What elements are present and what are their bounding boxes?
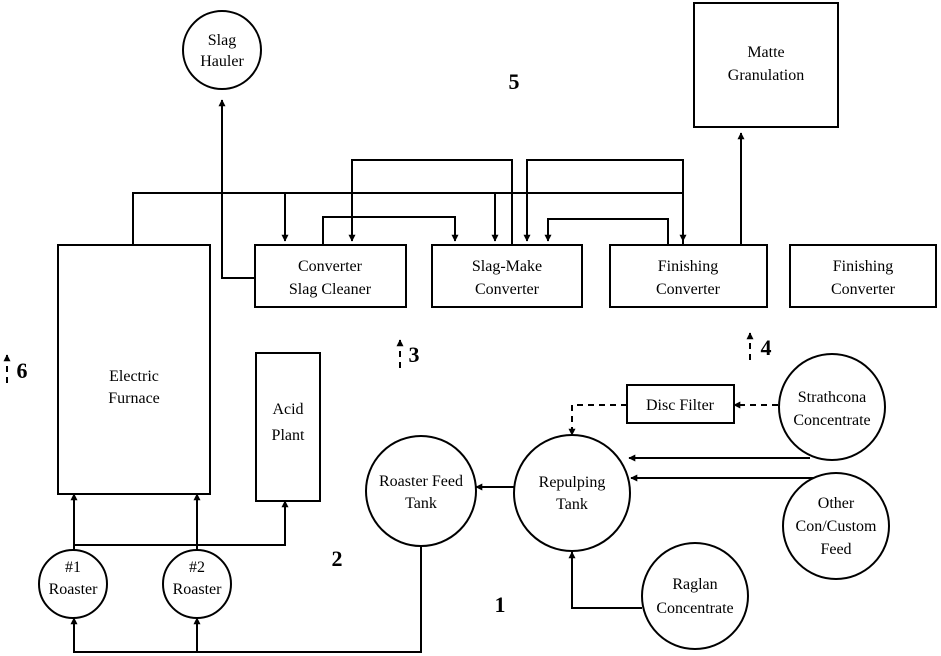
strathcona-concentrate-label-1: Strathcona — [798, 389, 866, 406]
flow-filter-to-repulping — [568, 404, 627, 436]
flow-slagmake-to-cleaner — [348, 159, 513, 245]
matte-granulation: Matte Granulation — [693, 2, 839, 128]
flow-othercon-to-repulping — [630, 474, 831, 482]
stream-number-2: 2 — [332, 546, 343, 571]
finishing-converter-1-label-1: Finishing — [658, 258, 718, 275]
roaster-feed-tank: Roaster Feed Tank — [365, 435, 477, 547]
stream-arrows — [3, 332, 754, 383]
stream-numbers: 1 2 3 4 5 6 — [17, 69, 772, 617]
roaster-1-label-1: #1 — [65, 559, 81, 576]
slag-make-converter-label-1: Slag-Make — [472, 258, 542, 275]
stream-number-4: 4 — [761, 335, 772, 360]
disc-filter-label: Disc Filter — [646, 397, 715, 414]
roaster-2: #2 Roaster — [162, 549, 232, 619]
stream-number-1: 1 — [495, 592, 506, 617]
other-con-custom-feed-label-3: Feed — [820, 541, 851, 558]
roaster-feed-tank-label-1: Roaster Feed — [379, 473, 463, 490]
electric-furnace-label-2: Furnace — [108, 390, 160, 407]
slag-make-converter-label-2: Converter — [475, 281, 540, 298]
slag-hauler-label-2: Hauler — [200, 53, 244, 70]
flow-finishing-to-slagmake — [523, 159, 684, 245]
electric-furnace: Electric Furnace — [57, 244, 211, 495]
flow-slag-to-hauler — [218, 99, 255, 279]
slag-make-converter: Slag-Make Converter — [431, 244, 583, 308]
acid-plant: Acid Plant — [255, 352, 321, 502]
acid-plant-label-1: Acid — [272, 401, 303, 418]
raglan-concentrate: Raglan Concentrate — [641, 542, 749, 650]
repulping-tank-label-1: Repulping — [539, 474, 606, 491]
stream-number-6: 6 — [17, 358, 28, 383]
slag-hauler-label-1: Slag — [208, 32, 236, 49]
roaster-1: #1 Roaster — [38, 549, 108, 619]
stream-number-5: 5 — [509, 69, 520, 94]
strathcona-concentrate-label-2: Concentrate — [793, 412, 870, 429]
finishing-converter-2: Finishing Converter — [789, 244, 937, 308]
finishing-converter-1-label-2: Converter — [656, 281, 721, 298]
other-con-custom-feed-label-1: Other — [818, 495, 855, 512]
converter-slag-cleaner-label-1: Converter — [298, 258, 363, 275]
raglan-concentrate-label-2: Concentrate — [656, 600, 733, 617]
repulping-tank-label-2: Tank — [556, 496, 588, 513]
finishing-converter-1: Finishing Converter — [609, 244, 768, 308]
stream-number-3: 3 — [409, 342, 420, 367]
flow-roasters-to-acid — [74, 500, 289, 546]
roaster-2-label-1: #2 — [189, 559, 205, 576]
raglan-concentrate-label-1: Raglan — [672, 576, 717, 593]
roaster-feed-tank-label-2: Tank — [405, 495, 437, 512]
flow-raglan-to-repulping — [568, 551, 642, 609]
slag-hauler: Slag Hauler — [182, 10, 262, 90]
converter-slag-cleaner-label-2: Slag Cleaner — [289, 281, 372, 298]
converter-slag-cleaner: Converter Slag Cleaner — [254, 244, 407, 308]
flow-cleaner-to-slagmake — [322, 216, 459, 245]
disc-filter: Disc Filter — [626, 384, 735, 424]
finishing-converter-2-label-1: Finishing — [833, 258, 893, 275]
roaster-1-label-2: Roaster — [49, 581, 99, 598]
repulping-tank: Repulping Tank — [513, 434, 631, 552]
roaster-2-label-2: Roaster — [173, 581, 223, 598]
matte-granulation-label-1: Matte — [747, 44, 784, 61]
other-con-custom-feed: Other Con/Custom Feed — [782, 472, 890, 580]
matte-granulation-label-2: Granulation — [728, 67, 804, 84]
flow-finishing-to-slagmake-2 — [544, 218, 669, 245]
acid-plant-label-2: Plant — [272, 427, 305, 444]
other-con-custom-feed-label-2: Con/Custom — [796, 518, 877, 535]
electric-furnace-label-1: Electric — [109, 368, 159, 385]
finishing-converter-2-label-2: Converter — [831, 281, 896, 298]
strathcona-concentrate: Strathcona Concentrate — [778, 353, 886, 461]
flow-feedtank-to-roaster1 — [70, 544, 422, 653]
